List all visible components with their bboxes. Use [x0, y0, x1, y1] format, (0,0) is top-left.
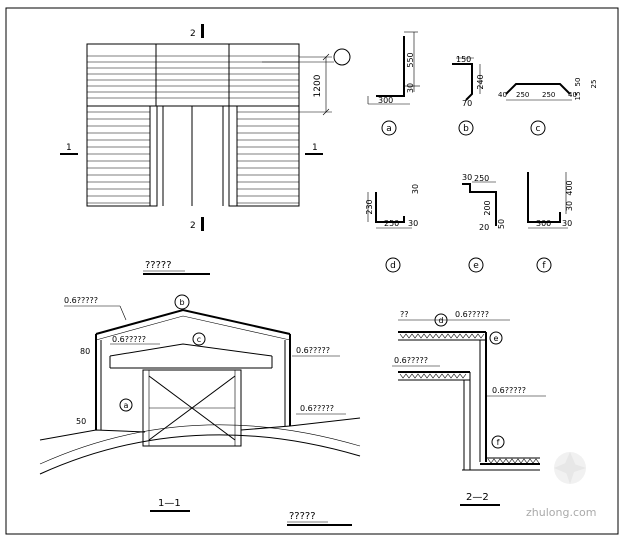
cut-mark-left: 1 [66, 143, 72, 153]
label-lower: 0.6????? [300, 404, 334, 413]
bottom-title: ????? [289, 511, 316, 522]
detail-c-dim-25: 25 [590, 80, 598, 89]
detail-d-dim-250: 250 [384, 219, 399, 228]
plan-left-block [86, 105, 158, 207]
roof-line [95, 308, 291, 335]
dim-50: 50 [76, 417, 86, 426]
detail-e-dim-30: 30 [462, 173, 472, 182]
detail-f: 400 30 300 30 f [527, 172, 574, 273]
label-roof: 0.6????? [64, 296, 98, 305]
detail-a-label: a [386, 124, 392, 134]
detail-d-dim-230: 230 [365, 199, 374, 214]
detail-e-dim-20: 20 [479, 223, 489, 232]
label-canopy: 0.6????? [112, 335, 146, 344]
detail-b-dim-150: 150 [456, 55, 471, 64]
section-2-2-title: 2—2 [466, 492, 489, 503]
plan-side-bands [87, 111, 299, 204]
label-22-mid: 0.6????? [394, 356, 428, 365]
dim-80: 80 [80, 347, 90, 356]
detail-c-dim-15: 15 [574, 92, 582, 101]
detail-d-label: d [390, 261, 396, 271]
detail-b-dim-70: 70 [462, 99, 472, 108]
detail-c-dim-50: 50 [574, 78, 582, 87]
detail-a: 550 30 300 a [367, 31, 420, 136]
detail-a-dim-30: 30 [406, 83, 415, 93]
detail-c-dim-40b: 40 [568, 91, 577, 99]
detail-f-dim-300: 300 [536, 219, 551, 228]
callout-a: a [124, 401, 129, 410]
callout-b: b [179, 298, 184, 307]
detail-d-dim-30: 30 [411, 184, 420, 194]
detail-f-label: f [542, 261, 546, 271]
detail-d-dim-30b: 30 [408, 219, 418, 228]
detail-f-dim-400: 400 [565, 180, 574, 195]
detail-b: 150 240 70 b [452, 55, 485, 136]
callout-f: f [497, 438, 500, 447]
detail-callout-circle [333, 48, 351, 66]
plan-view: 2 2 1 1 1200 ????? [60, 24, 351, 275]
cut-mark-bottom: 2 [190, 221, 196, 231]
label-22-top: 0.6????? [455, 310, 489, 319]
plan-title: ????? [145, 260, 172, 271]
detail-c: 40 250 250 40 50 15 25 c [498, 78, 598, 136]
section-1-1-title: 1—1 [158, 498, 181, 509]
detail-b-label: b [463, 124, 469, 134]
sheet-profile-zigzag [399, 333, 540, 464]
detail-e-label: e [473, 261, 479, 271]
detail-e: 30 250 200 20 50 e [462, 173, 506, 273]
detail-d: 230 30 250 30 d [365, 184, 420, 273]
detail-f-dim-30b: 30 [562, 219, 572, 228]
detail-a-dim-300: 300 [378, 96, 393, 105]
detail-c-dim-40a: 40 [498, 91, 507, 99]
detail-c-dim-250b: 250 [542, 91, 555, 99]
detail-c-label: c [536, 124, 541, 134]
dim-1200: 1200 [313, 74, 323, 97]
section-1-1: 0.6????? 0.6????? 0.6????? 0.6????? 80 5… [39, 294, 361, 512]
detail-e-dim-250: 250 [474, 174, 489, 183]
detail-b-dim-240: 240 [476, 74, 485, 89]
label-22-topleft: ?? [400, 310, 409, 319]
section-2-2: ?? 0.6????? 0.6????? 0.6????? d e f 2—2 [392, 310, 546, 506]
cut-mark-top: 2 [190, 29, 196, 39]
detail-f-dim-30: 30 [565, 201, 574, 211]
detail-a-dim-550: 550 [406, 52, 415, 67]
plan-right-block [228, 105, 300, 207]
callout-c: c [197, 335, 201, 344]
callout-e: e [494, 334, 499, 343]
label-22-right: 0.6????? [492, 386, 526, 395]
detail-e-dim-50: 50 [497, 219, 506, 229]
detail-e-dim-200: 200 [483, 200, 492, 215]
plan-upper-frame [86, 43, 300, 107]
label-wall: 0.6????? [296, 346, 330, 355]
sheet-border [5, 7, 619, 535]
plan-upper-bands [87, 55, 299, 99]
detail-c-dim-250a: 250 [516, 91, 529, 99]
callout-d: d [438, 316, 443, 325]
cut-mark-right: 1 [312, 143, 318, 153]
watermark-logo [554, 452, 586, 484]
watermark-text: zhulong.com [526, 506, 596, 519]
